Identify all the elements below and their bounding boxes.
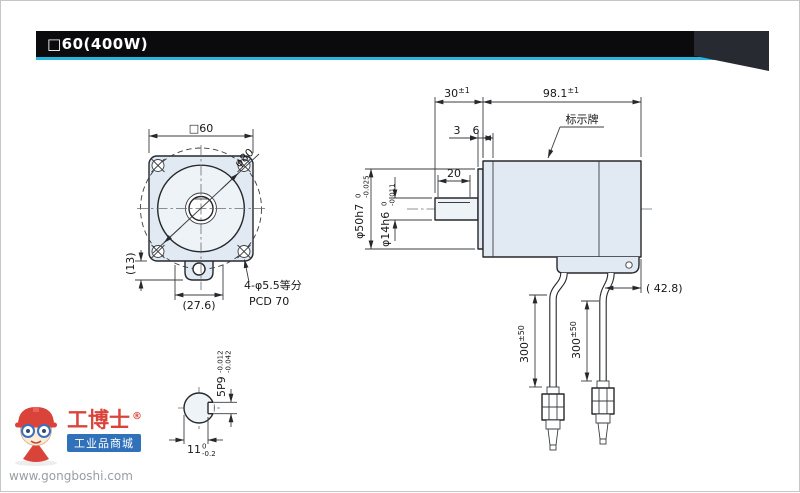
svg-text:(13): (13) xyxy=(124,252,137,275)
brand-tagline: 工业品商城 xyxy=(67,434,141,453)
svg-text:0: 0 xyxy=(202,443,206,451)
shaft-section-circle xyxy=(183,392,215,424)
svg-text:11: 11 xyxy=(187,443,201,456)
svg-text:20: 20 xyxy=(447,167,461,180)
svg-text:0: 0 xyxy=(355,194,363,198)
cable-exit-housing xyxy=(556,257,640,274)
dim-tab-width: (27.6) xyxy=(174,265,224,312)
dim-spigot-flange: 3 6 xyxy=(449,124,494,167)
svg-text:300±50: 300±50 xyxy=(569,321,583,359)
encoder-connector xyxy=(591,380,615,445)
tab-hole xyxy=(192,262,206,276)
side-view: 30±1 98.1±1 3 6 xyxy=(353,86,683,451)
svg-text:3: 3 xyxy=(454,124,461,137)
svg-text:φ14h6: φ14h6 xyxy=(379,212,392,247)
shaft-side xyxy=(434,197,479,221)
svg-text:标示牌: 标示牌 xyxy=(566,112,599,126)
svg-text:30±1: 30±1 xyxy=(444,86,470,100)
svg-text:-0.012: -0.012 xyxy=(217,350,225,373)
section-header: □60(400W) xyxy=(36,31,769,73)
svg-text:5P9: 5P9 xyxy=(215,376,228,397)
page-title: □60(400W) xyxy=(47,35,149,53)
header-wedge-decoration xyxy=(694,31,769,71)
accent-line xyxy=(36,57,769,60)
dim-key-width: 5P9 -0.012 -0.042 xyxy=(214,350,237,427)
mounting-holes xyxy=(151,158,251,259)
dim-keyway-length: 20 xyxy=(437,167,471,197)
dim-key-flat: 11 0 -0.2 xyxy=(169,415,223,458)
svg-text:-0.042: -0.042 xyxy=(225,350,233,373)
dim-cable-left-length: 300±50 xyxy=(517,294,547,388)
dim-flange-width: □60 xyxy=(148,122,254,153)
spigot-boss xyxy=(477,168,484,250)
registered-mark: ® xyxy=(132,411,142,422)
header-bar: □60(400W) xyxy=(36,31,708,57)
dim-rear-offset: ( 42.8) xyxy=(604,259,683,295)
svg-text:4-φ5.5等分: 4-φ5.5等分 xyxy=(244,278,302,292)
dim-shaft-diameter: φ14h6 0 -0.011 xyxy=(379,177,432,247)
svg-text:( 42.8): ( 42.8) xyxy=(646,282,683,295)
svg-text:φ50h7: φ50h7 xyxy=(353,204,366,239)
mascot-icon xyxy=(15,407,57,466)
dim-shaft-length: 30±1 xyxy=(434,86,484,193)
dim-spigot-diameter: φ50h7 0 -0.025 xyxy=(353,168,475,250)
shaft-section-view: 5P9 -0.012 -0.042 11 0 -0.2 xyxy=(169,350,237,458)
svg-text:PCD 70: PCD 70 xyxy=(249,295,289,308)
svg-text:-0.025: -0.025 xyxy=(363,175,371,198)
svg-text:□60: □60 xyxy=(189,122,213,135)
dim-cable-right-length: 300±50 xyxy=(569,300,599,382)
svg-text:-0.2: -0.2 xyxy=(202,450,216,458)
svg-text:-0.011: -0.011 xyxy=(389,183,397,206)
svg-text:98.1±1: 98.1±1 xyxy=(543,86,579,100)
watermark-logo: 工博士® 工业品商城 www.gongboshi.com xyxy=(9,401,142,483)
svg-text:(27.6): (27.6) xyxy=(182,299,215,312)
dim-body-length: 98.1±1 xyxy=(482,86,642,157)
front-view: □60 φ80 (13) xyxy=(124,122,302,312)
brand-name: 工博士® xyxy=(67,408,142,432)
motor-body xyxy=(482,160,642,258)
svg-text:300±50: 300±50 xyxy=(517,325,531,363)
motor-cables xyxy=(549,272,615,387)
brand-url: www.gongboshi.com xyxy=(9,469,133,483)
holes-callout: 4-φ5.5等分 PCD 70 xyxy=(243,259,302,308)
housing-screw xyxy=(625,261,633,269)
power-connector xyxy=(541,386,565,451)
svg-text:0: 0 xyxy=(381,202,389,206)
nameplate-callout: 标示牌 xyxy=(547,112,604,159)
svg-text:6: 6 xyxy=(473,124,480,137)
